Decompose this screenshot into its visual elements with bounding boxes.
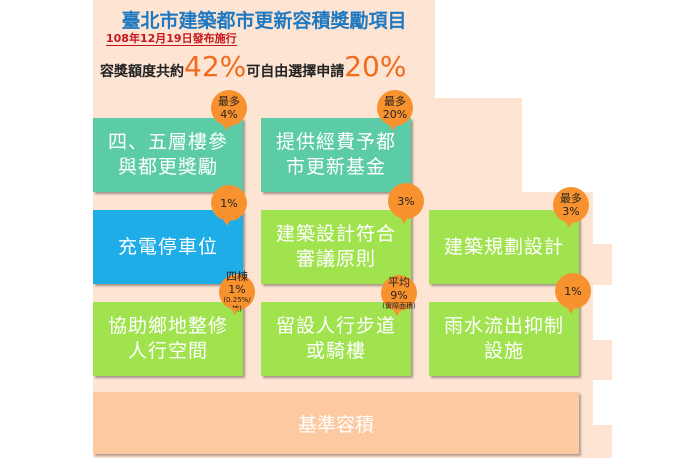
badge-value: 1% [220,196,238,210]
summary-total: 42% [184,50,247,83]
badge-value: 最多 4% [218,95,240,121]
background-step [580,425,612,458]
bonus-badge: 1% [211,185,247,226]
badge-value: 3% [397,194,415,208]
item-box: 建築設計符合 審議原則 [261,210,411,284]
bonus-badge: 平均9%(實際面積) [381,275,417,316]
item-box: 留設人行步道 或騎樓 [261,302,411,376]
summary-mid: 可自由選擇申請 [246,64,345,80]
badge-value: 最多 20% [382,95,408,121]
bonus-badge: 1% [555,273,591,314]
item-box: 充電停車位 [93,210,243,284]
background-step [580,340,612,380]
item-box: 建築規劃設計 [429,210,579,284]
badge-value: 1% [564,284,582,298]
effective-date: 108年12月19日發布施行 [106,32,237,46]
badge-note: (0.25%/棟) [223,296,251,313]
badge-value: 四棟1% [226,270,248,296]
summary-free: 20% [344,50,407,83]
bonus-badge: 3% [388,183,424,224]
bonus-badge: 最多 20% [377,90,413,131]
summary-prefix: 容獎額度共約 [100,64,184,80]
bonus-badge: 最多 3% [553,187,589,228]
item-box: 雨水流出抑制 設施 [429,302,579,376]
page-title: 臺北市建築都市更新容積獎勵項目 [121,10,407,32]
badge-value: 平均9% [388,275,410,302]
summary: 容獎額度共約42%可自由選擇申請20% [100,50,406,83]
item-box: 四、五層樓參 與都更獎勵 [93,118,243,192]
badge-value: 最多 3% [560,192,582,218]
bonus-badge: 四棟1%(0.25%/棟) [219,270,255,315]
background-top [93,0,435,100]
item-box: 協助鄉地整修 人行空間 [93,302,243,376]
badge-note: (實際面積) [382,301,416,310]
bonus-badge: 最多 4% [211,90,247,131]
item-box: 提供經費予都 市更新基金 [261,118,411,192]
base-volume-box: 基準容積 [93,392,579,454]
